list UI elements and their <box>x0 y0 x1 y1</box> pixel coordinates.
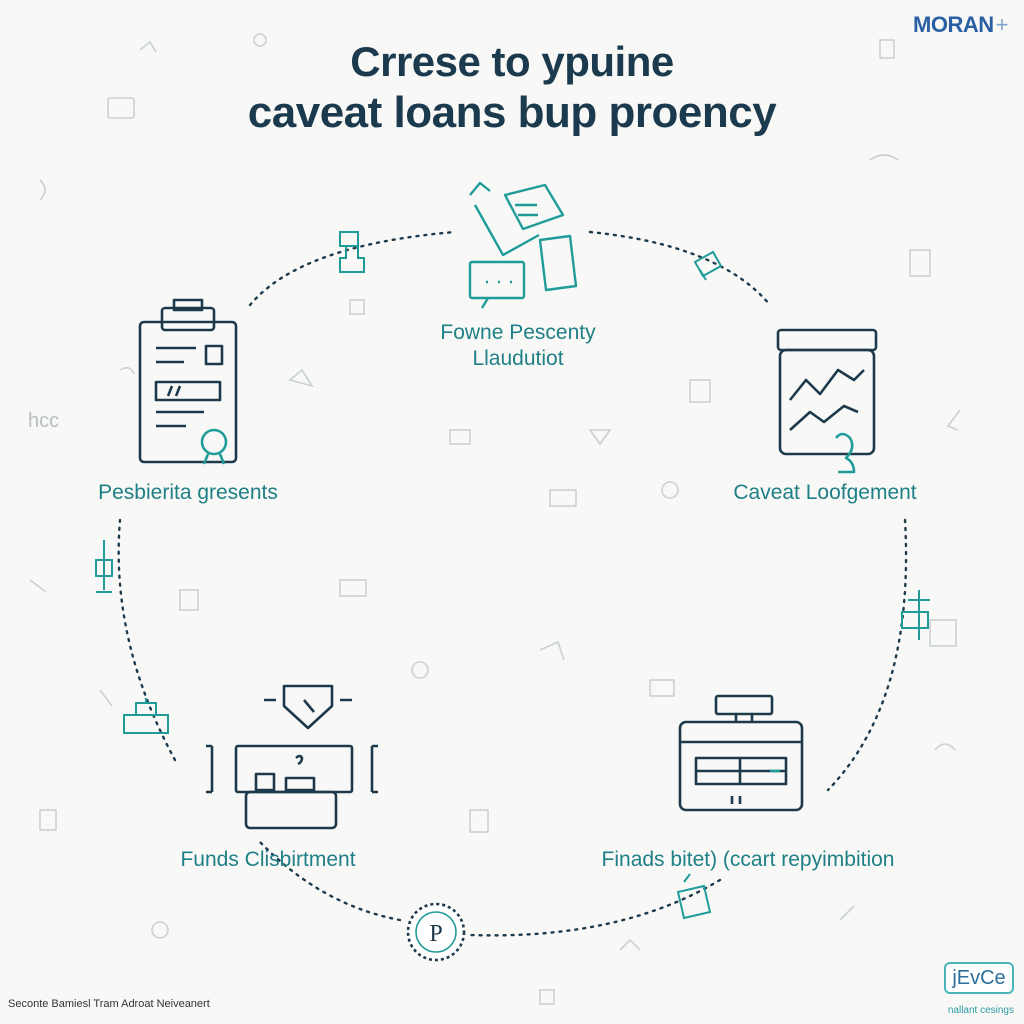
step-label-documents: Fowne Pescenty Llaudutiot <box>440 320 595 372</box>
brand-logo: MORAN+ <box>913 12 1008 38</box>
clipboard-icon <box>138 298 238 465</box>
step-label-funds: Funds Clisbirtment <box>180 848 356 871</box>
step-label-caveat: Caveat Loofgement <box>733 481 917 504</box>
step-label-documents-line-1: Fowne Pescenty <box>440 321 596 344</box>
tablet-chart-icon <box>776 328 878 474</box>
cycle-path <box>117 230 908 937</box>
syringe-icon <box>95 540 113 593</box>
margin-text: hcc <box>28 410 60 432</box>
background-doodles <box>29 33 961 1005</box>
printer-icon <box>693 250 723 281</box>
step-label-presents: Pesbierita gresents <box>98 481 278 504</box>
stamp-icon <box>339 231 365 273</box>
coin-symbol: P <box>429 921 442 947</box>
title-line-2: caveat loans bup proency <box>247 88 777 137</box>
connector-icons <box>95 231 930 920</box>
brand-mark: + <box>995 12 1009 37</box>
brand-name: MORAN <box>913 12 994 37</box>
step-label-repayment: Finads bitet) (ccart repyimbition <box>601 848 895 871</box>
cash-register-icon <box>678 694 804 812</box>
footer-logo-sub: nallant cesings <box>947 1005 1014 1016</box>
disbursement-machine-icon <box>206 684 378 830</box>
building-icon <box>123 698 169 734</box>
paper-bag-icon <box>676 873 712 920</box>
title-line-1: Crrese to ypuine <box>350 38 674 85</box>
step-label-documents-line-2: Llaudutiot <box>472 347 564 370</box>
footer-logo: jEvCe <box>944 962 1014 994</box>
medical-cross-icon <box>901 590 930 640</box>
documents-chat-icon <box>468 181 578 309</box>
footer-caption: Seconte Bamiesl Tram Adroat Neiveanert <box>8 998 210 1010</box>
coin-icon: P <box>406 902 466 962</box>
